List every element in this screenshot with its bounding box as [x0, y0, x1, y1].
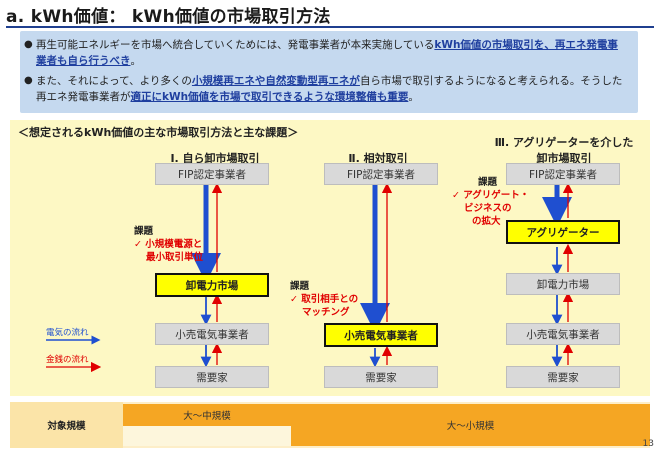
intro-bullet-1: ● 再生可能エネルギーを市場へ統合していくためには、発電事業者が本来実施している…	[24, 37, 628, 69]
issue-line: 取引相手との	[301, 294, 359, 305]
aggregator-box: アグリゲーター	[506, 220, 620, 244]
page-number: 13	[642, 439, 654, 449]
fip-box-1: FIP認定事業者	[155, 163, 269, 185]
column-title-3-line-2: 卸市場取引	[536, 152, 592, 165]
column-title-2: Ⅱ. 相対取引	[348, 152, 408, 165]
column-title-1: Ⅰ. 自ら卸市場取引	[170, 152, 260, 165]
issue-label: 課題	[478, 177, 498, 188]
intro-bullet-2: ● また、それによって、より多くの小規模再エネや自然変動型再エネが自ら市場で取引…	[24, 73, 628, 105]
intro-text: 自ら市場で取引するようになると考えられる。そうした再エネ発電事業者が	[36, 75, 623, 103]
title-underline	[6, 26, 654, 28]
check-icon: ✓	[290, 294, 298, 305]
fip-box-2: FIP認定事業者	[324, 163, 438, 185]
scale-large-small: 大～小規模	[291, 404, 650, 446]
issue-line: 小規模電源と	[145, 239, 203, 250]
wholesale-market-box-1: 卸電力市場	[155, 273, 269, 297]
scale-large-mid: 大～中規模	[123, 404, 291, 426]
scale-label: 対象規模	[10, 402, 123, 448]
column-title-3-line-1: Ⅲ. アグリゲーターを介した	[494, 136, 634, 149]
intro-text: 。	[130, 55, 142, 67]
issue-line: アグリゲート・	[463, 190, 530, 201]
bullet-dot: ●	[24, 75, 33, 86]
issue-2: 課題 ✓ 取引相手との マッチング	[290, 280, 358, 319]
issue-3: 課題 ✓ アグリゲート・ ビジネスの の拡大	[452, 176, 529, 228]
intro-highlight: 小規模再エネや自然変動型再エネが	[191, 75, 360, 87]
check-icon: ✓	[134, 239, 142, 250]
check-icon: ✓	[452, 190, 460, 201]
wholesale-market-box-3: 卸電力市場	[506, 273, 620, 295]
issue-1: 課題 ✓ 小規模電源と 最小取引単位	[134, 225, 203, 264]
issue-line: ビジネスの	[464, 203, 512, 214]
intro-box: ● 再生可能エネルギーを市場へ統合していくためには、発電事業者が本来実施している…	[20, 31, 638, 113]
legend-electricity: 電気の流れ	[46, 328, 89, 338]
retail-box-2: 小売電気事業者	[324, 323, 438, 347]
demand-box-3: 需要家	[506, 366, 620, 388]
page-title: a. kWh価値： kWh価値の市場取引方法	[6, 7, 331, 27]
bullet-dot: ●	[24, 39, 33, 50]
issue-label: 課題	[134, 226, 154, 237]
demand-box-1: 需要家	[155, 366, 269, 388]
intro-text: また、それによって、より多くの	[36, 75, 192, 87]
intro-text: 再生可能エネルギーを市場へ統合していくためには、発電事業者が本来実施している	[36, 39, 435, 51]
intro-highlight: 適正にkWh価値を市場で取引できるような環境整備も重要	[130, 91, 409, 103]
scale-bar-base	[123, 426, 291, 446]
retail-box-3: 小売電気事業者	[506, 323, 620, 345]
legend-money: 金銭の流れ	[46, 355, 89, 365]
issue-line: マッチング	[302, 307, 350, 318]
issue-line: 最小取引単位	[146, 252, 204, 263]
retail-box-1: 小売電気事業者	[155, 323, 269, 345]
fip-box-3: FIP認定事業者	[506, 163, 620, 185]
demand-box-2: 需要家	[324, 366, 438, 388]
issue-label: 課題	[290, 281, 310, 292]
panel-title: ＜想定されるkWh価値の主な市場取引方法と主な課題＞	[18, 126, 299, 139]
intro-text: 。	[408, 91, 419, 103]
issue-line: の拡大	[472, 216, 501, 227]
intro-highlight: kWh価値の市場取引を、再エネ発電事業者も自ら行うべき	[36, 39, 618, 67]
